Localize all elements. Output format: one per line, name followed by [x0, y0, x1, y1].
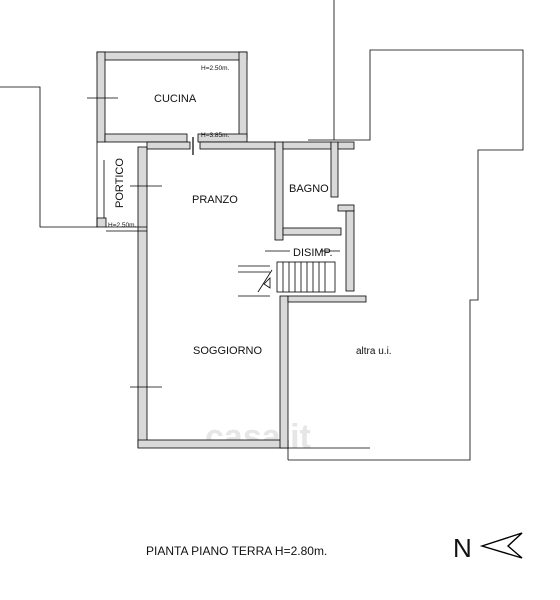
room-label-soggiorno: SOGGIORNO	[193, 345, 263, 357]
plan-caption: PIANTA PIANO TERRA H=2.80m.	[146, 544, 327, 558]
north-arrow: N	[453, 532, 523, 563]
north-arrow-icon	[479, 532, 523, 559]
room-label-disimp: DISIMP.	[293, 247, 333, 259]
staircase	[238, 250, 340, 297]
room-label-altra: altra u.i.	[356, 346, 392, 357]
room-label-bagno: BAGNO	[289, 183, 329, 195]
height-label-cucina: H=2.50m.	[201, 65, 230, 72]
room-label-cucina: CUCINA	[154, 93, 197, 105]
main-walls	[96, 137, 370, 461]
context-lines	[0, 0, 524, 461]
room-label-portico: PORTICO	[114, 158, 126, 208]
height-label-portico: H=2.50m.	[108, 222, 137, 229]
watermark-text: casa.it	[205, 418, 311, 456]
kitchen-walls	[87, 51, 248, 143]
room-label-pranzo: PRANZO	[192, 194, 238, 206]
height-label-pranzo: H=3.85m.	[201, 132, 230, 139]
north-letter: N	[453, 533, 472, 563]
